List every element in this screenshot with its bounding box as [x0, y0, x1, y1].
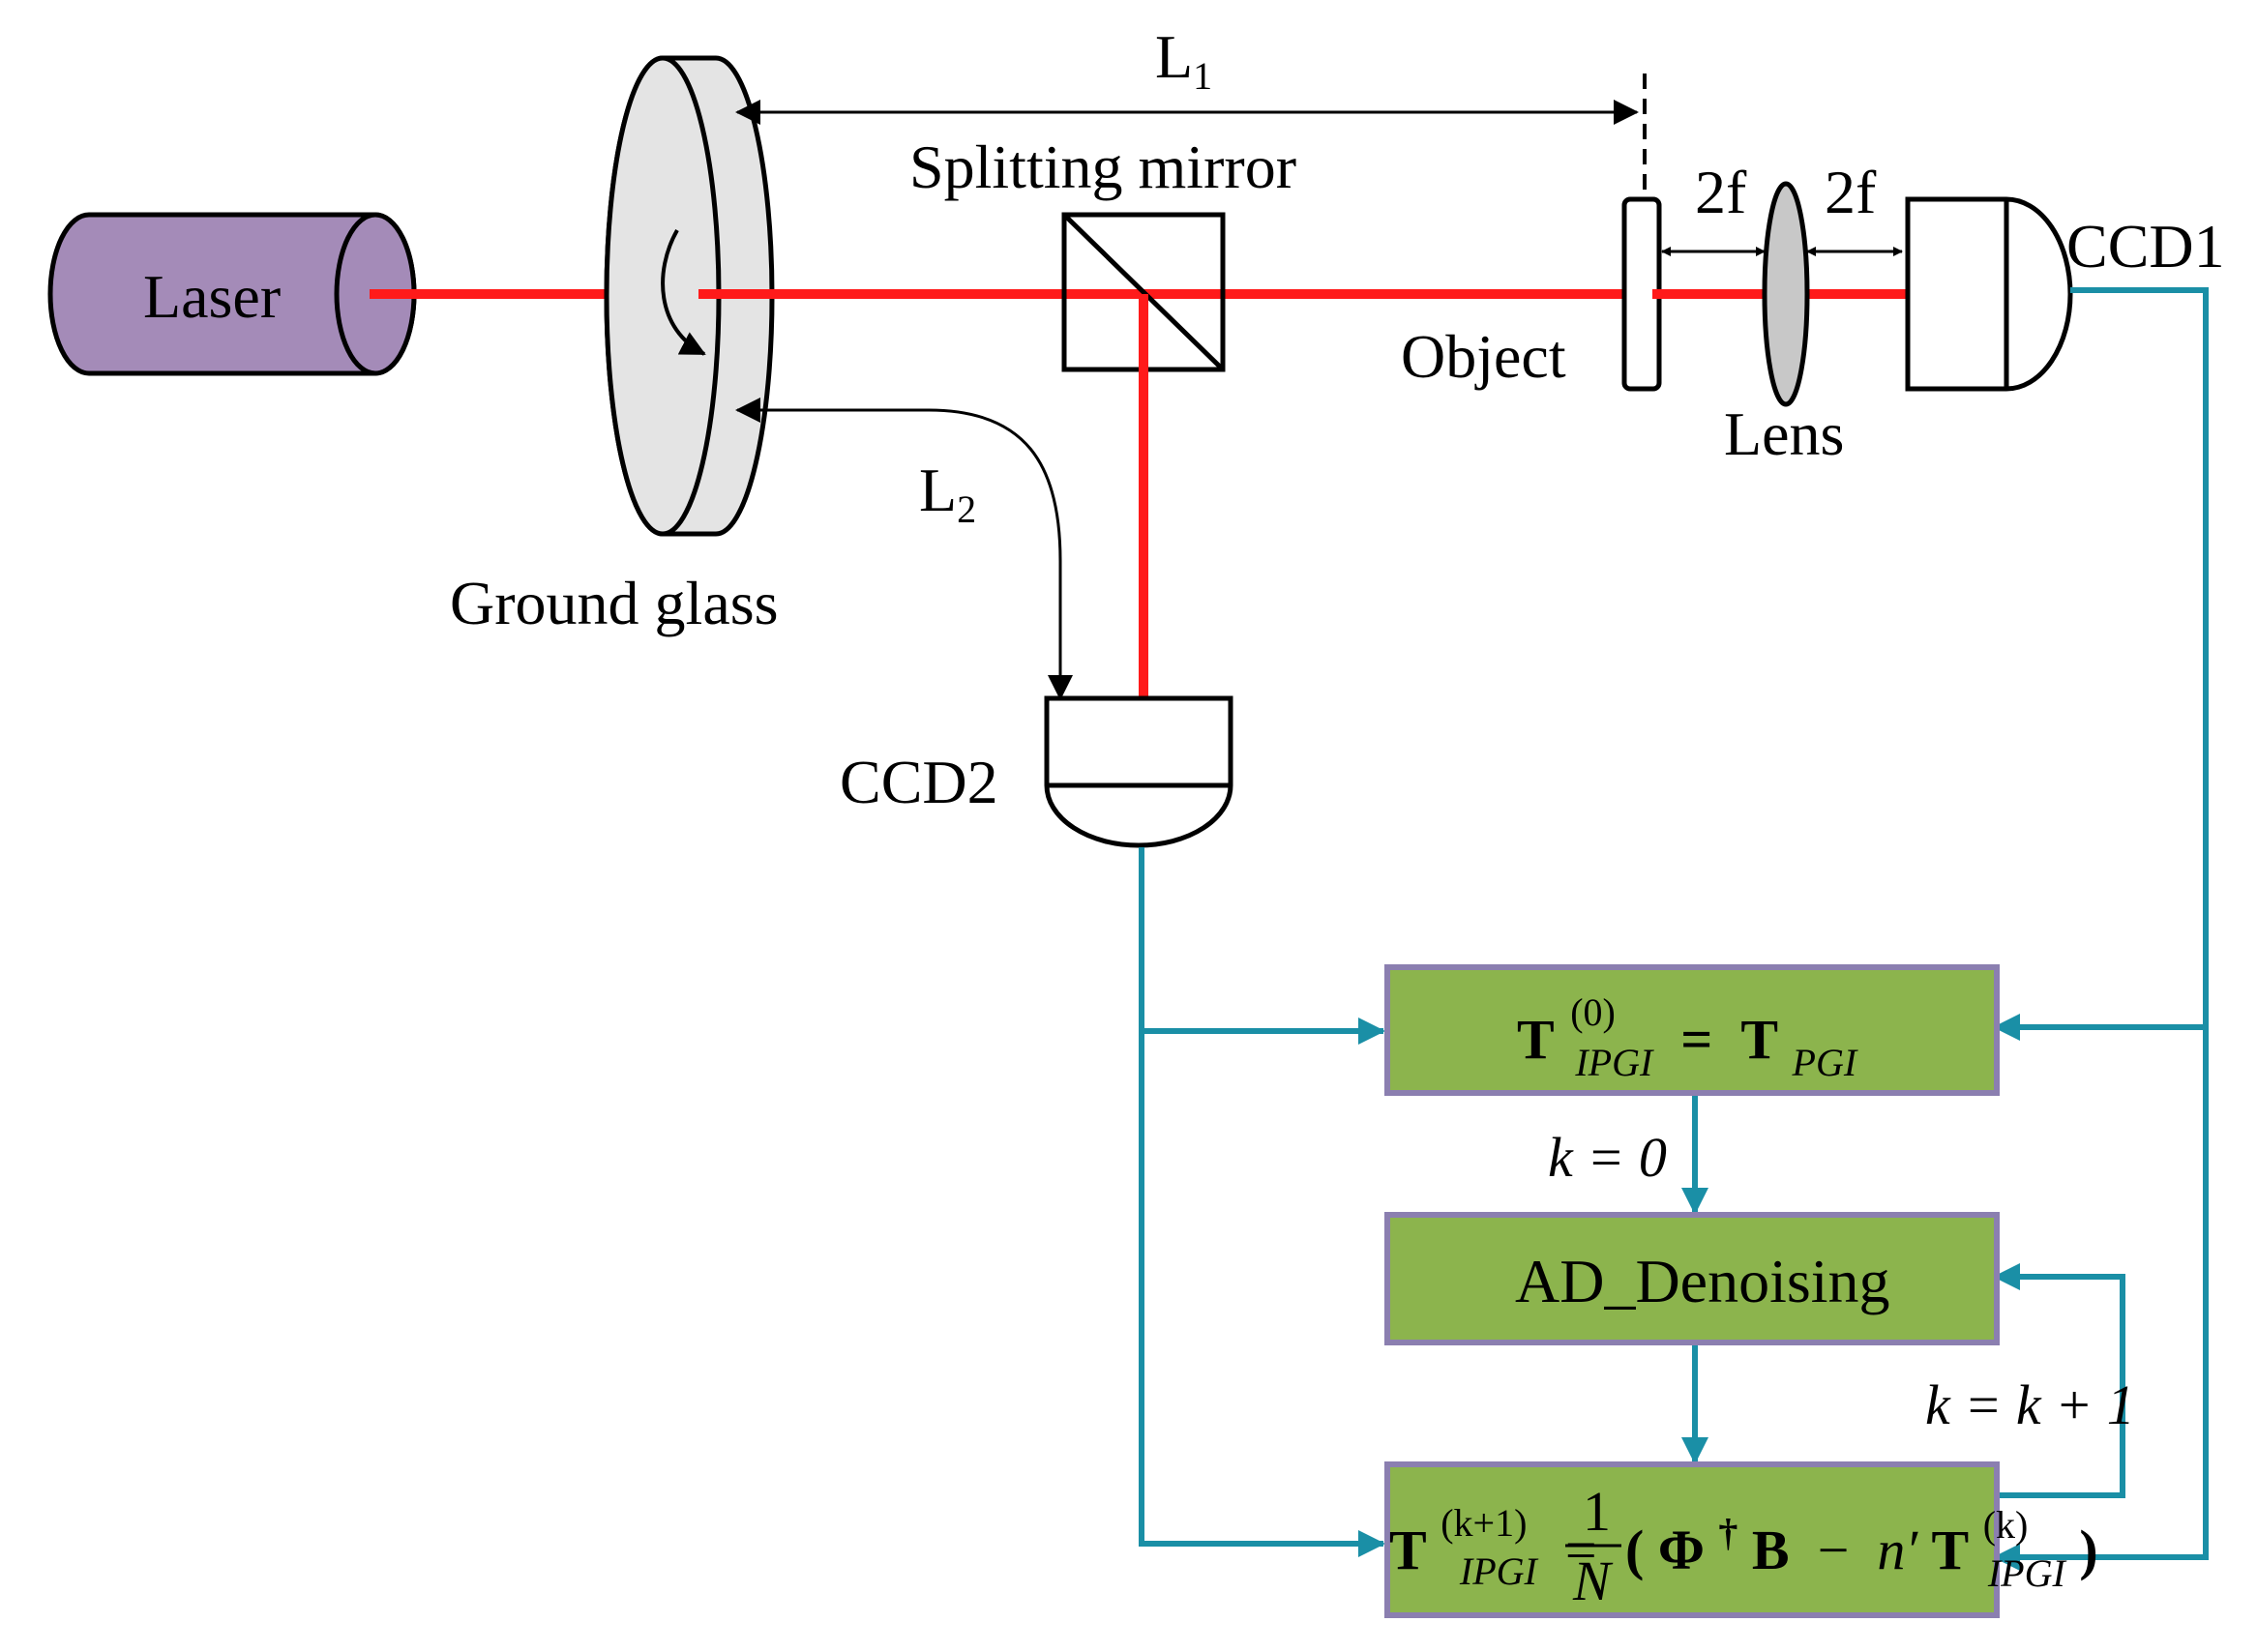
svg-text:T (0) IPGI: T (0) IPGI = T PGI [1517, 975, 1858, 1088]
laser-source: Laser [47, 212, 417, 376]
svg-text:L1: L1 [1155, 22, 1212, 98]
l1-label: L [1155, 22, 1193, 91]
distance-left-label: 2f [1695, 158, 1747, 226]
update-phi: Φ [1658, 1519, 1705, 1581]
update-sup: (k+1) [1440, 1501, 1527, 1545]
ccd1-wire-to-update [1993, 287, 2209, 1571]
init-sub: IPGI [1574, 1041, 1654, 1084]
update-t-sub: IPGI [1987, 1551, 2067, 1595]
laser-label: Laser [143, 262, 281, 331]
update-n: n′ [1877, 1519, 1918, 1581]
update-close-paren: ) [2079, 1519, 2097, 1581]
update-minus: − [1803, 1519, 1863, 1581]
update-dagger: † [1718, 1511, 1737, 1554]
denoise-label: AD_Denoising [1515, 1247, 1890, 1315]
ccd1-label: CCD1 [2066, 212, 2225, 280]
two-f-distances: 2f 2f [1661, 158, 1903, 256]
splitting-mirror-label: Splitting mirror [909, 133, 1296, 201]
splitting-mirror: Splitting mirror [909, 133, 1296, 372]
l1-subscript: 1 [1193, 54, 1212, 98]
object: Object [1401, 196, 1662, 392]
ccd2-wire-to-update [1139, 847, 1385, 1557]
svg-text:L2: L2 [919, 456, 976, 531]
l1-distance: L1 [735, 22, 1647, 197]
denoise-block: AD_Denoising [1384, 1212, 2000, 1345]
init-sup: (0) [1570, 990, 1616, 1034]
update-t: T [1932, 1519, 1970, 1581]
ground-glass-label: Ground glass [450, 569, 779, 637]
update-b: B [1752, 1519, 1790, 1581]
lens: Lens [1724, 181, 1844, 468]
init-rhs: T [1740, 1008, 1778, 1071]
update-eq: = [1551, 1519, 1611, 1581]
lens-label: Lens [1724, 399, 1844, 468]
update-block: T (k+1) IPGI = 1 N ( Φ † B − n′ T (k) IP… [1384, 1461, 2098, 1618]
distance-right-label: 2f [1825, 158, 1877, 226]
init-eq: = [1667, 1008, 1727, 1071]
update-t-sup: (k) [1983, 1503, 2029, 1547]
l2-label: L [919, 456, 957, 524]
update-numerator: 1 [1583, 1480, 1611, 1543]
svg-text:( Φ † B: ( Φ † B − n′ T (k) IPGI ) [1625, 1488, 2098, 1599]
flow-iteration-loop [1993, 1263, 2125, 1498]
svg-text:T (k+1) IPGI: T (k+1) IPGI = [1389, 1486, 1611, 1597]
update-sub: IPGI [1459, 1549, 1539, 1593]
update-open-paren: ( [1625, 1519, 1644, 1581]
ground-glass: Ground glass [450, 55, 779, 637]
k-init-label: k = 0 [1548, 1126, 1667, 1189]
init-lhs: T [1517, 1008, 1555, 1071]
update-lhs: T [1389, 1519, 1427, 1581]
rotation-arrow-icon [661, 229, 706, 356]
ccd2-label: CCD2 [840, 748, 998, 816]
l2-subscript: 2 [957, 487, 976, 531]
update-denominator: N [1572, 1549, 1614, 1612]
l2-distance: L2 [735, 398, 1073, 700]
init-block: T (0) IPGI = T PGI [1384, 964, 2000, 1096]
ccd2-detector: CCD2 [840, 695, 1233, 848]
ccd1-detector: CCD1 [1905, 196, 2225, 392]
object-label: Object [1401, 322, 1566, 391]
init-rhs-sub: PGI [1792, 1041, 1858, 1084]
k-step-label: k = k + 1 [1925, 1373, 2135, 1436]
